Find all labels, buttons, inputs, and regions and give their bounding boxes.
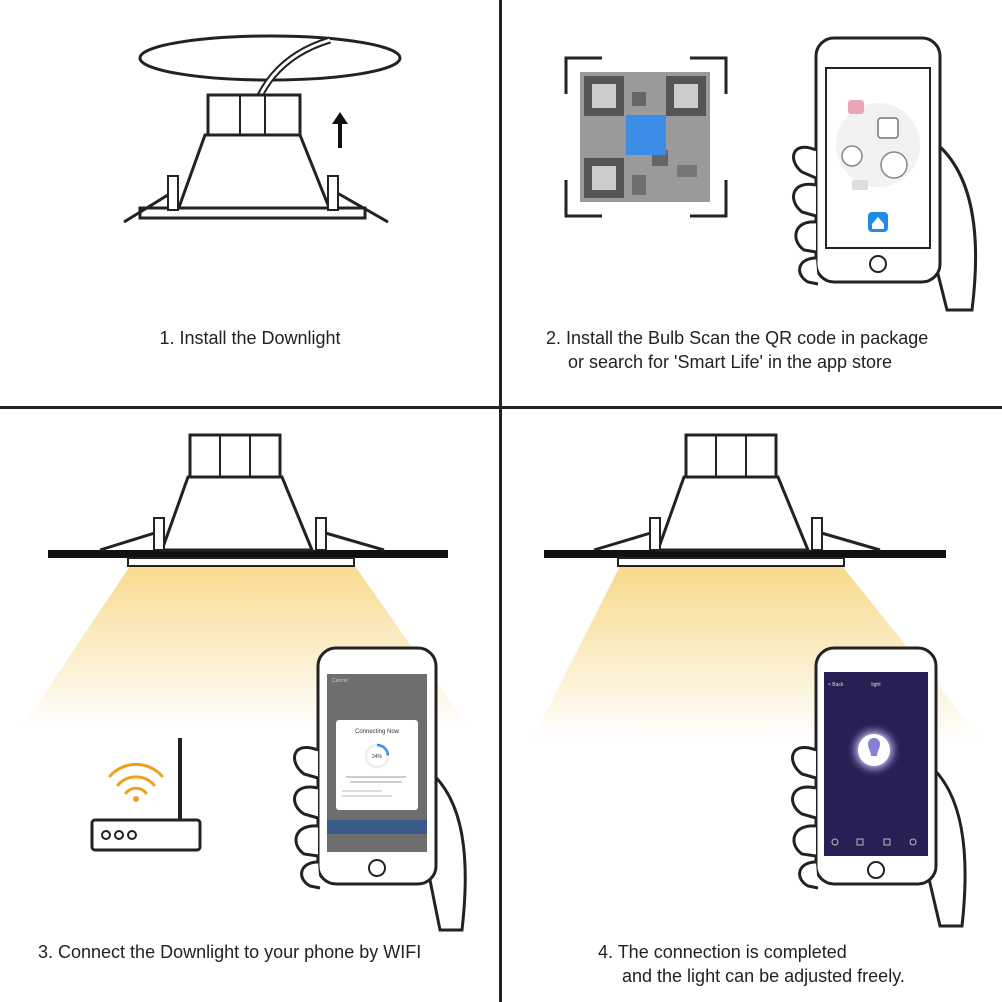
hand-fingers [293, 746, 321, 890]
downlight-body [655, 475, 811, 552]
step-4-caption-line-2: and the light can be adjusted freely. [622, 966, 905, 986]
step-2-panel: 2. Install the Bulb Scan the QR code in … [502, 0, 1002, 408]
screen-title: light [871, 682, 881, 688]
hand-fingers [792, 145, 819, 286]
connection-progress-ring [364, 743, 390, 769]
downlight-lens [617, 557, 845, 567]
qr-frame [564, 56, 728, 218]
connecting-dialog [336, 720, 418, 810]
home-button-icon [867, 861, 885, 879]
step-4-caption-line-1: 4. The connection is completed [598, 942, 847, 962]
smart-home-icons-cluster [836, 103, 920, 187]
step-3-panel: Cancel Connecting Now 24% 3. Connect the… [0, 410, 500, 1002]
step-2-caption-line-1: 2. Install the Bulb Scan the QR code in … [546, 328, 929, 348]
downlight-install-illustration [123, 34, 402, 224]
horizontal-divider [0, 406, 1002, 409]
step-1-panel: 1. Install the Downlight [0, 0, 500, 408]
step-4-panel: < Back light 4. The connection is comple… [502, 410, 1002, 1002]
wifi-connect-illustration: Cancel Connecting Now 24% [20, 433, 470, 932]
connection-progress-text: 24% [372, 754, 383, 760]
ceiling-line [48, 550, 448, 558]
hand-right [930, 136, 978, 312]
bottom-tab-icons[interactable] [831, 838, 917, 846]
hand-fingers [791, 746, 819, 890]
step-2-caption-line-2: or search for 'Smart Life' in the app st… [568, 352, 893, 372]
right-spring-clip [331, 188, 389, 224]
driver-box [206, 93, 302, 137]
vertical-divider [499, 0, 502, 1002]
ceiling-hole [138, 34, 402, 82]
downlight-body [175, 133, 333, 212]
back-button[interactable]: < Back [828, 682, 844, 688]
downlight-body [159, 475, 315, 552]
wifi-router [90, 738, 202, 852]
connection-complete-illustration: < Back light [532, 433, 982, 928]
connecting-title: Connecting Now [355, 729, 400, 735]
qr-code-icon [580, 72, 710, 202]
home-button-icon [368, 859, 386, 877]
home-button-icon [869, 255, 887, 273]
qr-scan-illustration [564, 36, 978, 312]
step-3-caption: 3. Connect the Downlight to your phone b… [38, 942, 422, 962]
wifi-signal-icon [108, 762, 164, 802]
step-1-caption: 1. Install the Downlight [159, 328, 341, 348]
svg-text:Cancel: Cancel [332, 678, 348, 684]
ceiling-line [544, 550, 946, 558]
downlight-lens [127, 557, 355, 567]
bulb-icon [880, 151, 908, 179]
